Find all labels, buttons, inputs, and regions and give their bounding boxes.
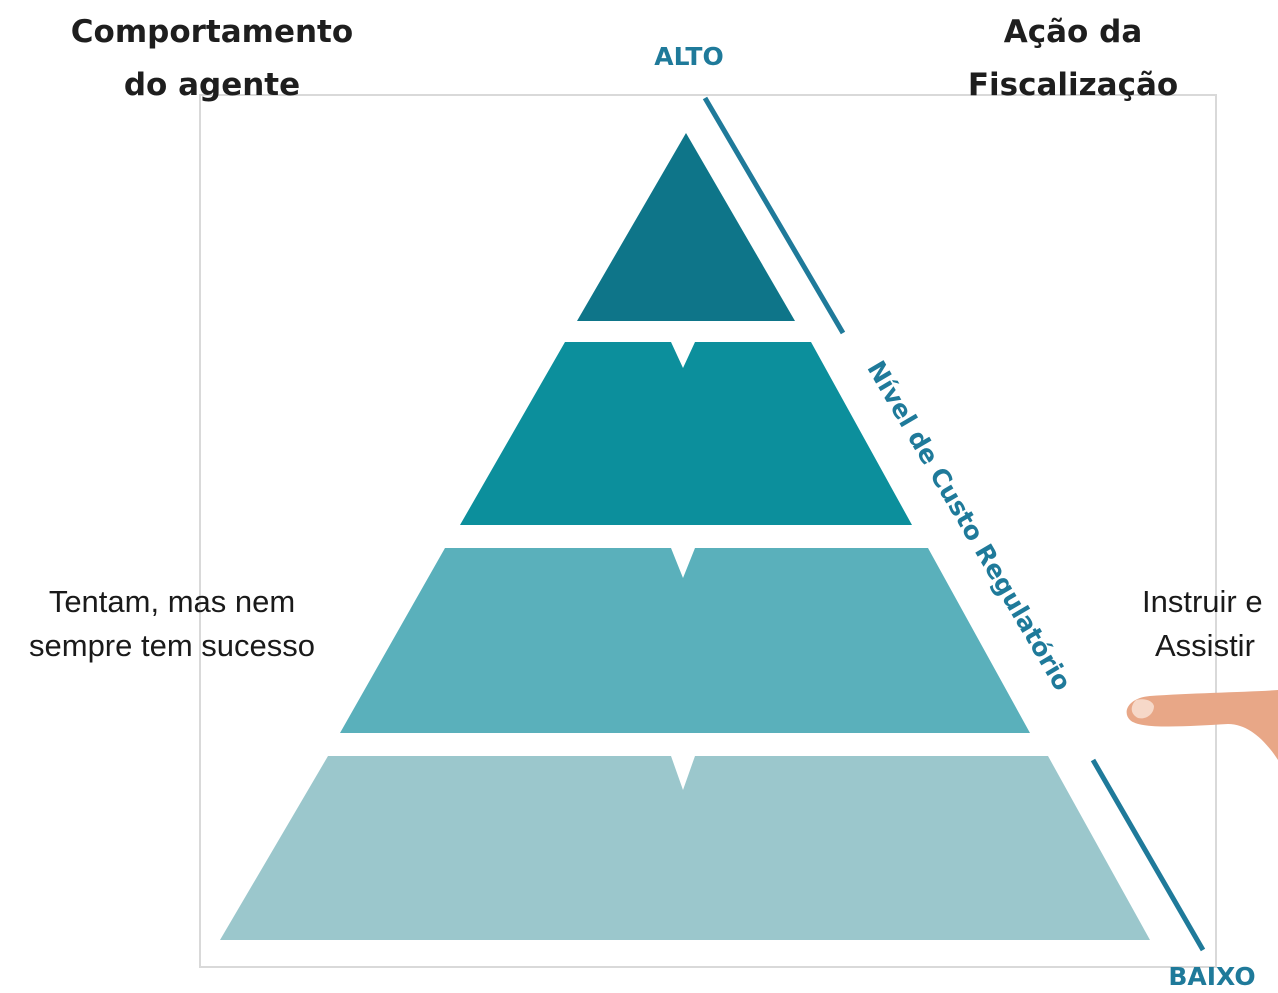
cost-axis-line-upper (702, 96, 846, 335)
pointing-finger-icon (1126, 690, 1278, 760)
header-agent-behavior-line-1: Comportamento (71, 14, 353, 50)
header-agent-behavior-line-2: do agente (124, 67, 300, 103)
action-description-line-1: Instruir e (1142, 584, 1263, 619)
pyramid-tier-1 (577, 133, 795, 321)
behavior-description-line-2: sempre tem sucesso (29, 628, 315, 663)
scale-bottom-label: BAIXO (1168, 962, 1255, 991)
diagram-frame (199, 94, 1217, 968)
pyramid-tier-3 (340, 548, 1030, 733)
behavior-description-line-1: Tentam, mas nem (49, 584, 295, 619)
header-enforcement-action-line-2: Fiscalização (968, 67, 1178, 103)
pyramid-tier-2 (460, 342, 912, 525)
scale-top-label: ALTO (654, 42, 723, 71)
cost-axis-line-lower (1090, 758, 1206, 952)
header-enforcement-action-line-1: Ação da (1004, 14, 1143, 50)
action-description-line-2: Assistir (1155, 628, 1255, 663)
pyramid-tier-4 (220, 756, 1150, 940)
